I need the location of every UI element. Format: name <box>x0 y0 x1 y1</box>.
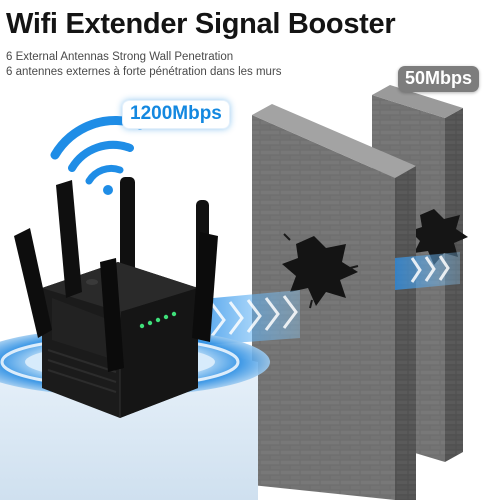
antenna <box>120 177 135 287</box>
antenna <box>192 232 218 342</box>
speed-badge-50: 50Mbps <box>398 66 480 92</box>
antenna <box>100 258 124 372</box>
back-wall-crack <box>410 209 468 265</box>
signal-beam <box>192 252 460 346</box>
subtitle-english: 6 External Antennas Strong Wall Penetrat… <box>6 51 234 63</box>
page-title: Wifi Extender Signal Booster <box>6 8 396 40</box>
wps-button <box>86 279 98 285</box>
speed-badge-1200: 1200Mbps <box>122 100 230 129</box>
subtitle-french: 6 antennes externes à forte pénétration … <box>6 66 282 78</box>
front-wall-crack <box>282 236 358 306</box>
status-leds <box>139 311 177 329</box>
wifi-extender-device <box>14 177 218 418</box>
antenna <box>14 228 52 338</box>
front-brick-wall <box>252 104 416 500</box>
antenna <box>56 180 82 298</box>
